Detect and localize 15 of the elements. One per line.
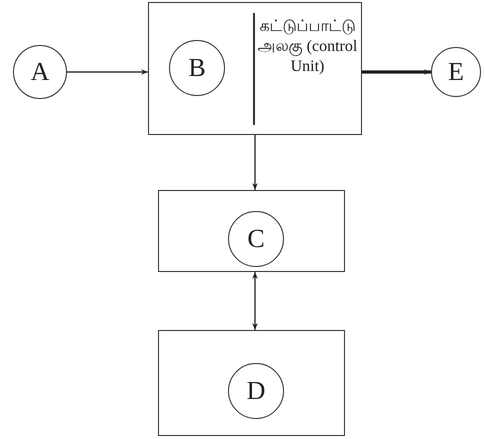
- unit-box: [148, 2, 362, 135]
- arrow: [67, 69, 148, 75]
- node-label: C: [247, 224, 265, 254]
- circle: [431, 47, 481, 97]
- node-label: B: [188, 53, 206, 83]
- node-label: A: [30, 57, 50, 87]
- box: [158, 330, 345, 436]
- arrow: [362, 69, 431, 75]
- node-label: D: [246, 376, 266, 406]
- arrow: [252, 272, 258, 330]
- box: [158, 190, 345, 272]
- arrow: [252, 135, 258, 190]
- node-label: E: [448, 57, 464, 87]
- circle: [13, 45, 67, 99]
- node-label: கட்டுப்பாட்டு அலகு (control Unit): [256, 17, 358, 77]
